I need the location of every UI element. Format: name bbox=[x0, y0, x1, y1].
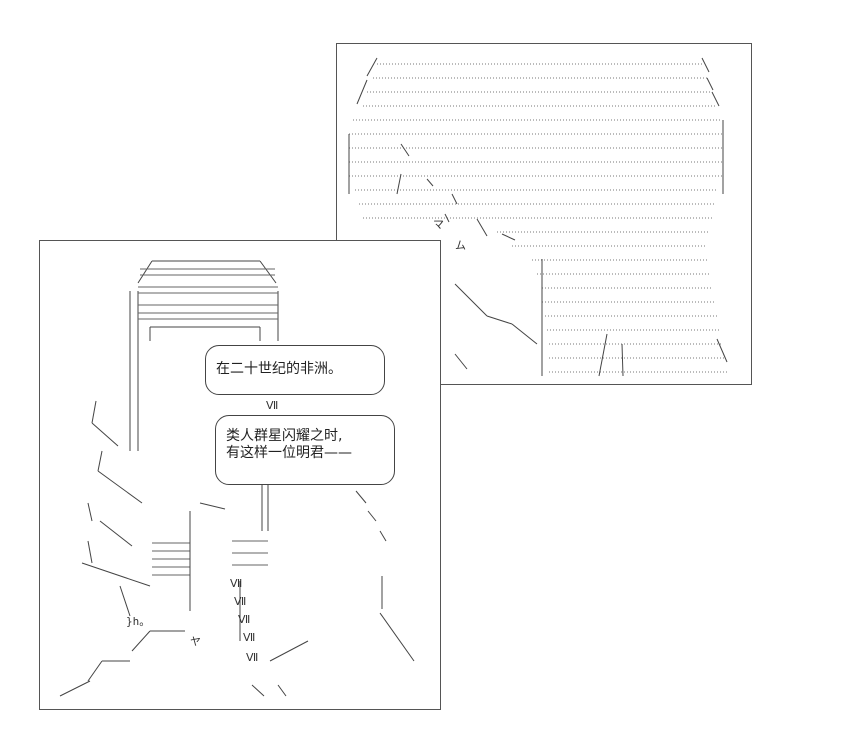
front-art-figure bbox=[59, 260, 415, 697]
front-art-panel: Ⅶ Ⅶ Ⅶ Ⅶ Ⅶ Ⅶ }h。 ヤ 在二十世纪的非洲。 类人群星闪耀之时, 有这… bbox=[39, 240, 441, 710]
speech-bubble-1: 在二十世纪的非洲。 bbox=[205, 345, 385, 395]
h-glyph: }h。 bbox=[126, 615, 151, 628]
back-art-figure bbox=[348, 57, 728, 377]
ma-glyph: マ bbox=[433, 218, 444, 231]
roman-glyph-4: Ⅶ bbox=[238, 613, 251, 626]
figure-strokes bbox=[59, 400, 415, 697]
speech-bubble-2-line-2: 有这样一位明君—— bbox=[226, 445, 352, 461]
roman-glyph-6: Ⅶ bbox=[246, 651, 259, 664]
speech-bubble-1-line-1: 在二十世纪的非洲。 bbox=[216, 361, 342, 377]
roman-glyph-5: Ⅶ bbox=[243, 631, 256, 644]
speech-bubble-2: 类人群星闪耀之时, 有这样一位明君—— bbox=[215, 415, 395, 485]
roman-glyph-1: Ⅶ bbox=[266, 399, 279, 412]
ya-glyph: ヤ bbox=[190, 635, 201, 648]
outline-strokes bbox=[348, 57, 728, 377]
roman-glyph-3: Ⅶ bbox=[234, 595, 247, 608]
tower-hatch bbox=[138, 268, 278, 576]
speech-bubble-2-line-1: 类人群星闪耀之时, bbox=[226, 428, 343, 444]
tower-outline bbox=[129, 260, 279, 531]
mu-glyph: ム bbox=[455, 239, 466, 252]
hatch-lines bbox=[349, 63, 727, 373]
roman-glyph-2: Ⅶ bbox=[230, 577, 243, 590]
